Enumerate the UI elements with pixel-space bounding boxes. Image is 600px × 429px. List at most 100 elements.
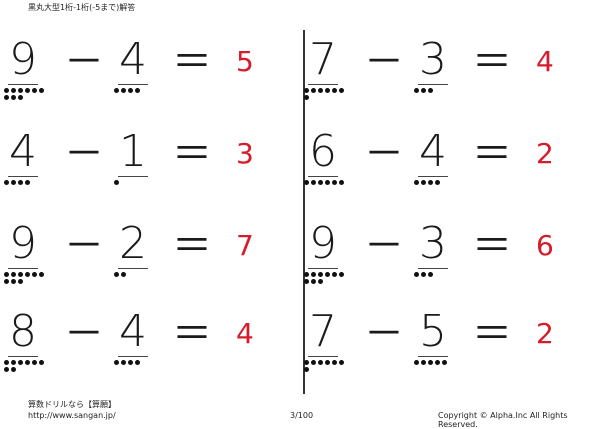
counting-dot [435, 360, 440, 365]
counting-dot [128, 88, 133, 93]
digit-underline [118, 268, 148, 269]
counting-dot [311, 360, 316, 365]
minuend-digit: 7 [309, 34, 337, 85]
counting-dot [4, 272, 9, 277]
subtrahend-dots [414, 180, 454, 185]
counting-dot [32, 88, 37, 93]
answer: 4 [236, 317, 254, 350]
subtrahend-dots [114, 88, 154, 93]
minuend-digit: 9 [9, 218, 37, 269]
counting-dot [421, 360, 426, 365]
problem-1: 9 － 4 ＝ 5 [2, 34, 272, 100]
counting-dot [421, 180, 426, 185]
counting-dot [421, 272, 426, 277]
counting-dot [4, 95, 9, 100]
problem-6: 9 － 3 ＝ 6 [302, 218, 572, 284]
problem-5: 9 － 2 ＝ 7 [2, 218, 272, 284]
answer: 2 [536, 137, 554, 170]
counting-dot [325, 360, 330, 365]
counting-dot [311, 88, 316, 93]
counting-dot [25, 360, 30, 365]
answer: 2 [536, 317, 554, 350]
counting-dot [414, 88, 419, 93]
counting-dot [332, 180, 337, 185]
counting-dot [18, 180, 23, 185]
minuend: 7 [302, 306, 344, 372]
equals-sign: ＝ [172, 223, 212, 269]
counting-dot [311, 272, 316, 277]
minuend-dots [4, 180, 44, 185]
minuend-digit: 9 [309, 218, 337, 269]
counting-dot [32, 360, 37, 365]
minuend-dots [304, 88, 344, 100]
counting-dot [39, 360, 44, 365]
counting-dot [11, 279, 16, 284]
minuend-digit: 8 [9, 306, 37, 357]
counting-dot [39, 272, 44, 277]
minuend: 6 [302, 128, 344, 188]
minus-sign: － [364, 223, 404, 269]
counting-dot [304, 279, 309, 284]
counting-dot [428, 272, 433, 277]
subtrahend-dots [414, 360, 454, 365]
footer-brand: 算数ドリルなら【算願】 [28, 400, 116, 409]
counting-dot [318, 279, 323, 284]
problem-7: 8 － 4 ＝ 4 [2, 306, 272, 372]
subtrahend-digit: 4 [119, 306, 147, 357]
minuend: 4 [2, 128, 44, 188]
counting-dot [325, 180, 330, 185]
equals-sign: ＝ [472, 131, 512, 177]
minuend: 7 [302, 34, 344, 100]
answer: 6 [536, 229, 554, 262]
counting-dot [135, 360, 140, 365]
counting-dot [4, 279, 9, 284]
subtrahend: 3 [412, 36, 454, 96]
minuend-digit: 9 [9, 34, 37, 85]
problem-2: 7 － 3 ＝ 4 [302, 34, 572, 100]
counting-dot [311, 180, 316, 185]
counting-dot [442, 360, 447, 365]
digit-underline [418, 84, 448, 85]
answer: 3 [236, 137, 254, 170]
counting-dot [304, 95, 309, 100]
counting-dot [325, 272, 330, 277]
counting-dot [135, 88, 140, 93]
counting-dot [318, 272, 323, 277]
counting-dot [414, 272, 419, 277]
counting-dot [11, 367, 16, 372]
minuend-digit: 7 [309, 306, 337, 357]
counting-dot [414, 360, 419, 365]
problem-4: 6 － 4 ＝ 2 [302, 128, 572, 188]
minuend-dots [304, 272, 344, 284]
equals-sign: ＝ [172, 311, 212, 357]
subtrahend: 5 [412, 308, 454, 368]
counting-dot [18, 279, 23, 284]
minus-sign: － [64, 223, 104, 269]
worksheet-title: 黒丸大型1桁-1桁(-5まで)解答 [28, 3, 136, 12]
copyright-text: Copyright © Alpha.Inc All Rights Reserve… [438, 411, 568, 429]
equals-sign: ＝ [172, 131, 212, 177]
minus-sign: － [364, 39, 404, 85]
minus-sign: － [64, 131, 104, 177]
equals-sign: ＝ [172, 39, 212, 85]
minuend: 9 [2, 218, 44, 284]
subtrahend: 4 [412, 128, 454, 188]
counting-dot [11, 360, 16, 365]
minus-sign: － [64, 311, 104, 357]
minuend-dots [304, 360, 344, 372]
digit-underline [118, 176, 148, 177]
counting-dot [332, 360, 337, 365]
counting-dot [121, 360, 126, 365]
subtrahend: 3 [412, 220, 454, 280]
footer-url-link[interactable]: http://www.sangan.jp/ [28, 411, 116, 420]
subtrahend-dots [414, 88, 454, 93]
subtrahend: 4 [112, 36, 154, 96]
counting-dot [32, 272, 37, 277]
subtrahend-digit: 2 [119, 218, 147, 269]
counting-dot [25, 180, 30, 185]
equals-sign: ＝ [472, 223, 512, 269]
counting-dot [339, 88, 344, 93]
counting-dot [128, 360, 133, 365]
subtrahend: 2 [112, 220, 154, 280]
minuend: 9 [302, 218, 344, 284]
